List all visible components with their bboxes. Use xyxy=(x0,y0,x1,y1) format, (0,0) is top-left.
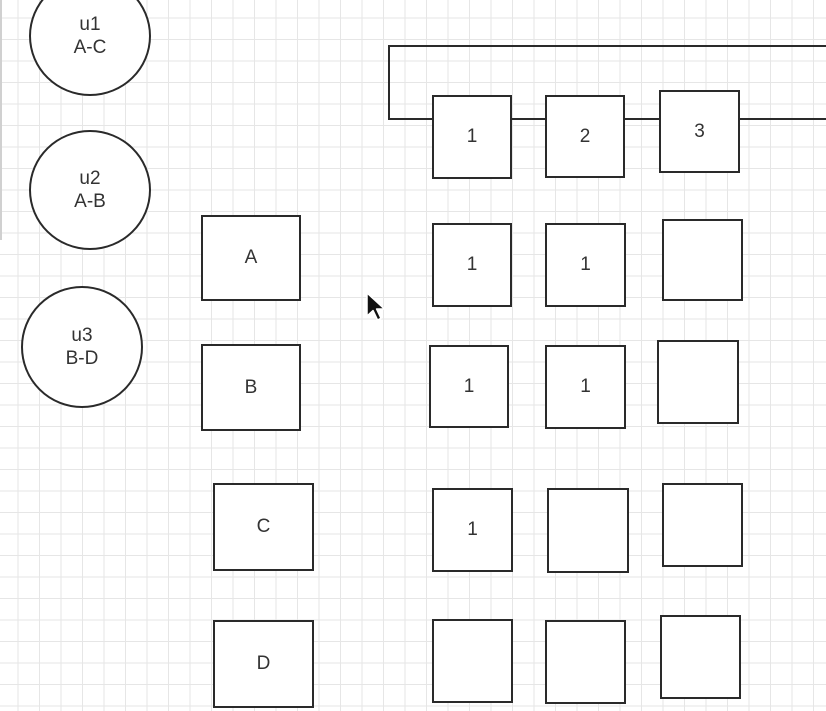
matrix-cell xyxy=(662,483,743,567)
row-label-d: D xyxy=(213,620,314,708)
matrix-cell: 1 xyxy=(429,345,509,428)
header-bracket-top xyxy=(388,45,826,47)
cell-value: 1 xyxy=(466,254,478,275)
user-node-name: u2 xyxy=(79,168,101,189)
matrix-cell xyxy=(432,619,513,703)
header-box-3: 3 xyxy=(659,90,740,173)
mouse-pointer-icon xyxy=(366,292,386,321)
header-box-1: 1 xyxy=(432,95,512,179)
row-label-a: A xyxy=(201,215,301,301)
user-node-pair: A-B xyxy=(74,191,106,212)
user-node-u3: u3 B-D xyxy=(21,286,143,408)
user-node-pair: A-C xyxy=(73,37,107,58)
matrix-cell xyxy=(657,340,739,424)
user-node-name: u1 xyxy=(79,14,101,35)
header-box-label: 2 xyxy=(579,125,591,147)
matrix-cell: 1 xyxy=(545,223,626,307)
matrix-cell: 1 xyxy=(545,345,626,429)
row-label-text: D xyxy=(256,653,271,674)
user-node-pair: B-D xyxy=(65,348,99,369)
row-label-c: C xyxy=(213,483,314,571)
header-bracket-left xyxy=(388,45,390,120)
left-border xyxy=(0,0,2,240)
cell-value: 1 xyxy=(463,375,475,397)
cell-value: 1 xyxy=(580,376,591,397)
user-node-u2: u2 A-B xyxy=(29,130,151,250)
matrix-cell xyxy=(545,620,626,704)
row-label-text: B xyxy=(244,376,258,398)
row-label-b: B xyxy=(201,344,301,431)
matrix-cell: 1 xyxy=(432,488,513,572)
header-box-2: 2 xyxy=(545,95,625,178)
header-box-label: 3 xyxy=(694,120,705,142)
matrix-cell: 1 xyxy=(432,223,512,307)
matrix-cell xyxy=(660,615,741,699)
user-node-u1: u1 A-C xyxy=(29,0,151,96)
row-label-text: A xyxy=(244,247,258,268)
cell-value: 1 xyxy=(580,254,591,275)
matrix-cell xyxy=(662,219,743,301)
user-node-name: u3 xyxy=(71,325,93,346)
row-label-text: C xyxy=(256,516,271,537)
cell-value: 1 xyxy=(467,519,478,540)
header-box-label: 1 xyxy=(466,126,478,147)
matrix-cell xyxy=(547,488,629,573)
